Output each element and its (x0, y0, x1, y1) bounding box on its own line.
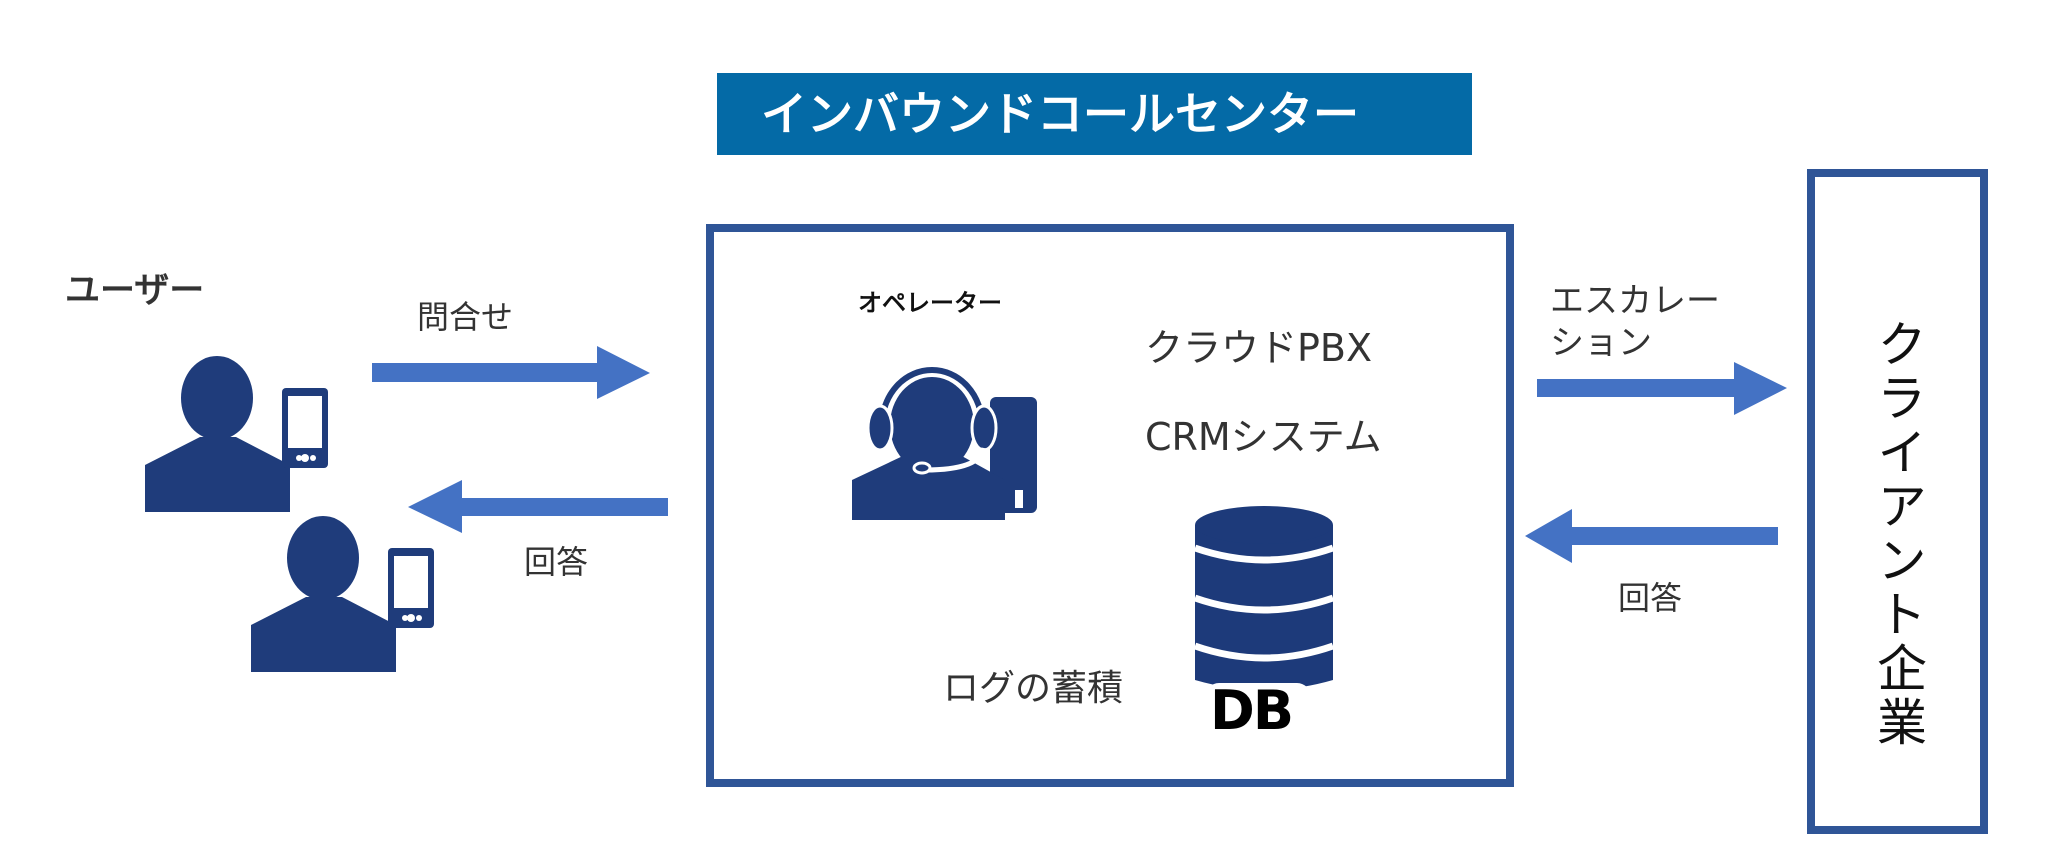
escalation-label-line: ション (1550, 323, 1652, 363)
client-company-label: クライアント企業 (1869, 318, 1927, 750)
escalation-label: エスカレー ション (1550, 280, 1720, 364)
inquiry-label: 問合せ (417, 298, 514, 336)
client-reply-label: 回答 (1618, 579, 1683, 617)
log-storage-label: ログの蓄積 (943, 668, 1124, 709)
client-company-box (1807, 169, 1988, 834)
client-reply-arrow (1525, 509, 1778, 563)
headset-operator-icon (852, 365, 1037, 520)
call-center-box (706, 224, 1514, 787)
title-banner: インバウンドコールセンター (717, 73, 1472, 155)
database-icon (1193, 506, 1335, 739)
system-cloud-pbx: クラウドPBX (1145, 326, 1373, 370)
escalation-arrow (1537, 362, 1787, 415)
inquiry-arrow (372, 346, 650, 399)
operator-label: オペレーター (858, 289, 1002, 317)
escalation-label-line: エスカレー (1550, 281, 1720, 321)
system-crm: CRMシステム (1145, 415, 1382, 459)
user-reply-arrow (408, 480, 668, 533)
diagram-title: インバウンドコールセンター (761, 87, 1359, 141)
users-label: ユーザー (65, 271, 205, 311)
user-reply-label: 回答 (524, 543, 589, 581)
user-with-phone-icon (145, 356, 328, 512)
db-label: DB (1210, 679, 1294, 742)
user-with-phone-icon (251, 516, 434, 672)
